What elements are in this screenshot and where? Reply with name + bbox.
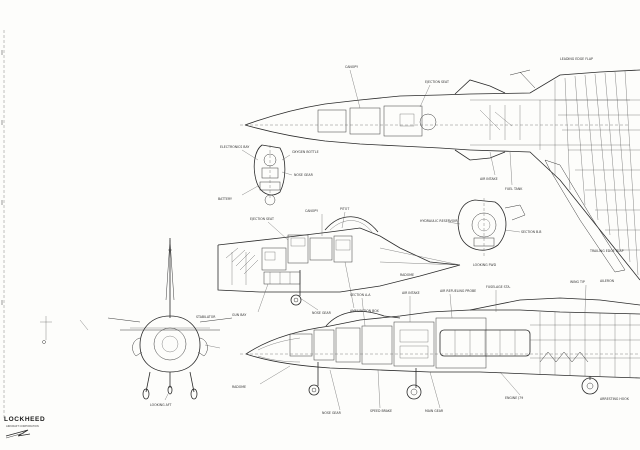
fuselage-section-detail: HYDRAULIC RESERVOIR SECTION B-B LOOKING … [420,198,541,267]
label-main-gear: MAIN GEAR [425,409,444,413]
label-radome: RADOME [400,273,414,277]
label-oxygen: OXYGEN BOTTLE [292,150,319,154]
label-canopy-side: CANOPY [305,209,318,213]
label-battery: BATTERY [218,197,232,201]
side-view-full-fuselage: SECTION A-A AIR INTAKE AIR REFUELING PRO… [232,280,640,415]
label-electronics-bay: ELECTRONICS BAY [220,145,249,149]
label-canopy-plan: CANOPY [345,65,358,69]
nose-gear-section-detail: ELECTRONICS BAY BATTERY OXYGEN BOTTLE NO… [218,144,319,206]
side-view-cockpit: EJECTION SEAT CANOPY PITOT GUN BAY NOSE … [217,207,461,317]
brand-name: LOCKHEED [4,416,45,423]
label-aileron: AILERON [600,279,615,283]
label-tail-hook: ARRESTING HOOK [600,397,630,401]
label-fuselage-station: FUSELAGE STA. [486,285,511,289]
label-looking-fwd: LOOKING FWD [473,263,497,267]
front-view: STABILATOR LOOKING AFT [40,238,233,407]
label-ammo: AMMUNITION BOX [350,309,380,313]
lockheed-logo: LOCKHEED AIRCRAFT CORPORATION [4,416,45,439]
label-stab: STABILATOR [196,315,216,319]
label-engine: ENGINE J79 [505,396,523,400]
plan-view-forward-fuselage: CANOPY EJECTION SEAT AIR INTAKE FUEL TAN… [240,57,640,283]
label-nose-gear-full: NOSE GEAR [322,411,342,415]
label-nose-gear-side: NOSE GEAR [312,311,332,315]
label-section-a: SECTION A-A [350,293,371,297]
label-fuel-tank-plan: FUEL TANK [505,187,523,191]
label-trailing-edge: TRAILING EDGE FLAP [589,249,624,253]
label-gun-bay: GUN BAY [232,313,246,317]
label-ejection-seat-side: EJECTION SEAT [250,217,274,221]
label-speed-brake: SPEED BRAKE [370,409,392,413]
label-nose-gear-detail: NOSE GEAR [294,173,314,177]
label-wing-tip: WING TIP [570,280,585,284]
label-ejection-seat-plan: EJECTION SEAT [425,80,449,84]
brand-subtitle: AIRCRAFT CORPORATION [6,424,39,428]
label-intake-side: AIR INTAKE [402,291,420,295]
label-looking-aft: LOOKING AFT [150,403,172,407]
label-leading-edge: LEADING EDGE FLAP [560,57,593,61]
label-refuel: AIR REFUELING PROBE [440,289,476,293]
label-pitot: PITOT [340,207,349,211]
label-intake-plan: AIR INTAKE [480,177,498,181]
label-section-b: SECTION B-B [521,230,541,234]
label-radome-full: RADOME [232,385,246,389]
label-hydraulic: HYDRAULIC RESERVOIR [420,219,458,223]
